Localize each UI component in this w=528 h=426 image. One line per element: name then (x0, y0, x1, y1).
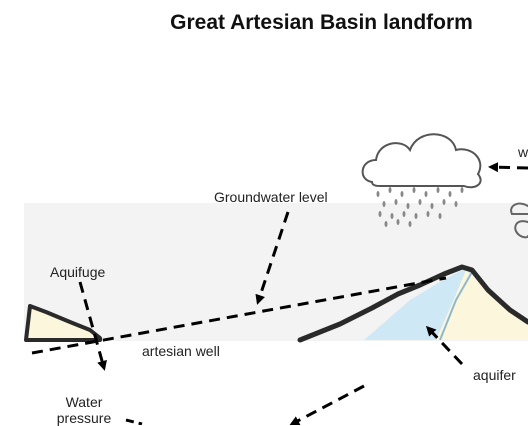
groundwater-level-arrow (255, 211, 290, 305)
diagram-title: Great Artesian Basin landform (170, 11, 473, 34)
label-water-pressure-line1: Water (65, 394, 103, 410)
label-water-pressure: Water pressure (54, 394, 114, 426)
water-pressure-arrow (289, 384, 365, 425)
left-rock-layer (24, 304, 102, 342)
label-water-pressure-line2: pressure (56, 410, 112, 426)
label-aquifer: aquifer (473, 367, 516, 383)
water-pressure-pointer (125, 418, 143, 425)
aquifer-arrow (425, 325, 464, 366)
groundwater-level-line (31, 276, 447, 355)
right-landmass (436, 270, 528, 340)
cloud-arrow (488, 162, 528, 173)
wind-icon (510, 202, 528, 239)
aquifer-layer (364, 270, 472, 340)
label-groundwater-level: Groundwater level (214, 189, 328, 205)
label-aquifuge: Aquifuge (50, 264, 106, 280)
label-cut-off: w (518, 144, 528, 160)
aquifuge-arrow (78, 281, 107, 371)
rock-ridge-edge (297, 264, 528, 343)
aquifer-outline (439, 271, 473, 341)
rain-cloud-icon (361, 133, 482, 227)
label-artesian-well: artesian well (142, 343, 220, 359)
